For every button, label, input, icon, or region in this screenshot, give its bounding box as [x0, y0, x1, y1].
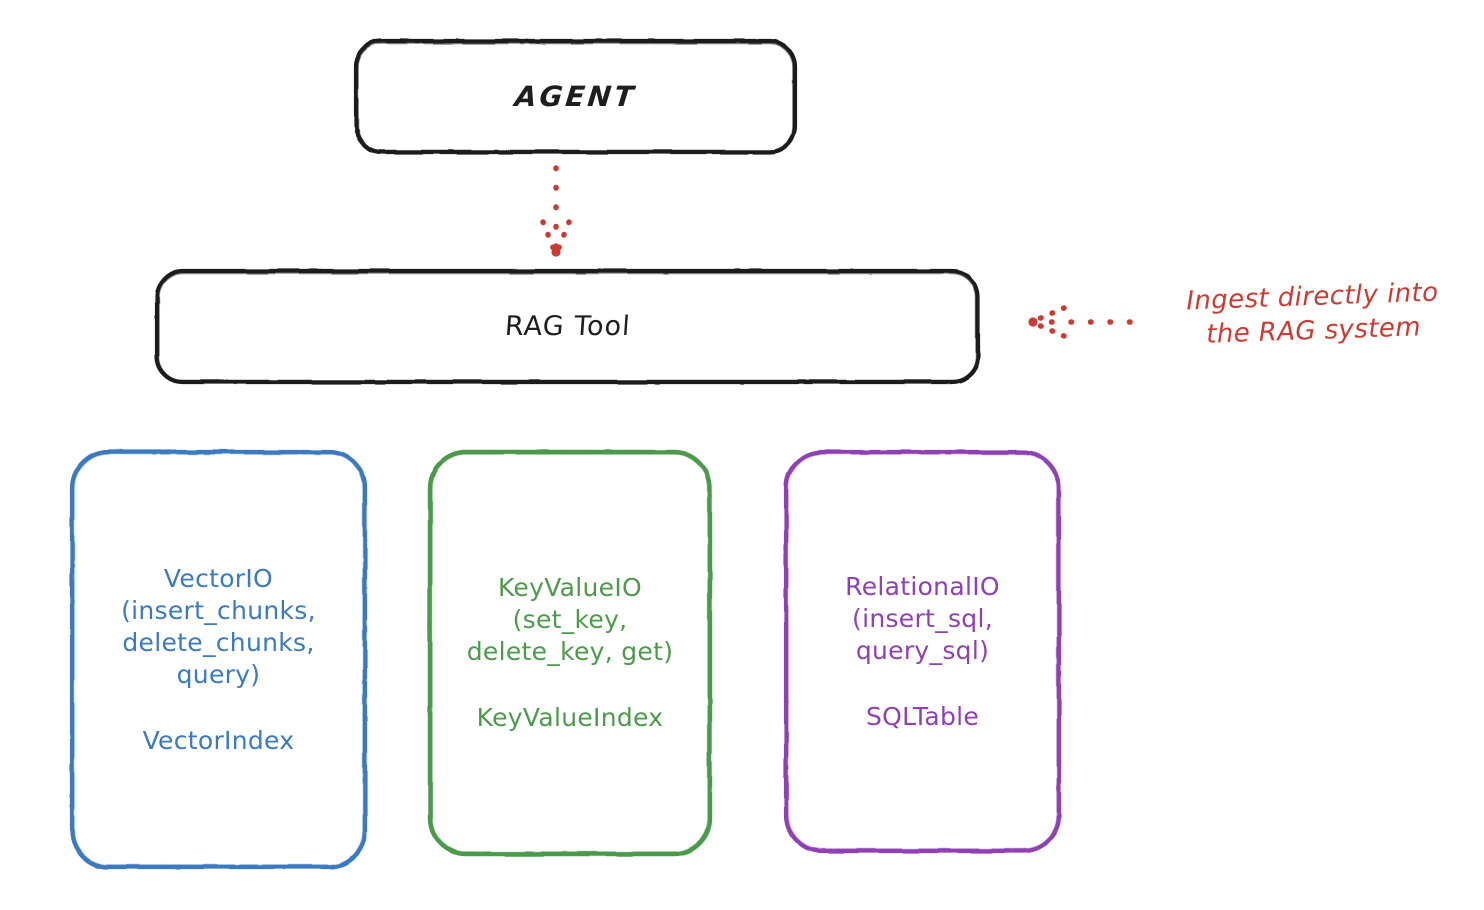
ingest-annotation-label: Ingest directly into the RAG system [1185, 277, 1439, 350]
key-value-io-api-label: KeyValueIO (set_key, delete_key, get) [466, 573, 674, 666]
rag-tool-box-outline [154, 268, 981, 385]
key-value-io-box-outline [427, 449, 713, 857]
vector-io-index-label: VectorIndex [142, 725, 295, 755]
agent-to-rag-tool-connector [540, 165, 572, 257]
agent-node[interactable]: AGENT [355, 40, 796, 153]
agent-label: AGENT [513, 80, 638, 113]
relational-io-node[interactable]: RelationalIO (insert_sql, query_sql) SQL… [784, 450, 1061, 853]
vector-io-node[interactable]: VectorIO (insert_chunks, delete_chunks, … [70, 450, 367, 869]
relational-io-box-outline [783, 449, 1062, 854]
agent-box-outline [353, 38, 798, 155]
rag-tool-label: RAG Tool [503, 311, 632, 342]
relational-io-api-label: RelationalIO (insert_sql, query_sql) [845, 571, 1000, 665]
rag-tool-node[interactable]: RAG Tool [156, 270, 979, 383]
key-value-io-node[interactable]: KeyValueIO (set_key, delete_key, get) Ke… [428, 450, 712, 856]
vector-io-box-outline [69, 449, 368, 870]
annotation-to-rag-tool-connector [1028, 305, 1133, 339]
key-value-io-index-label: KeyValueIndex [476, 703, 664, 732]
vector-io-api-label: VectorIO (insert_chunks, delete_chunks, … [121, 563, 316, 689]
relational-io-index-label: SQLTable [865, 701, 980, 731]
